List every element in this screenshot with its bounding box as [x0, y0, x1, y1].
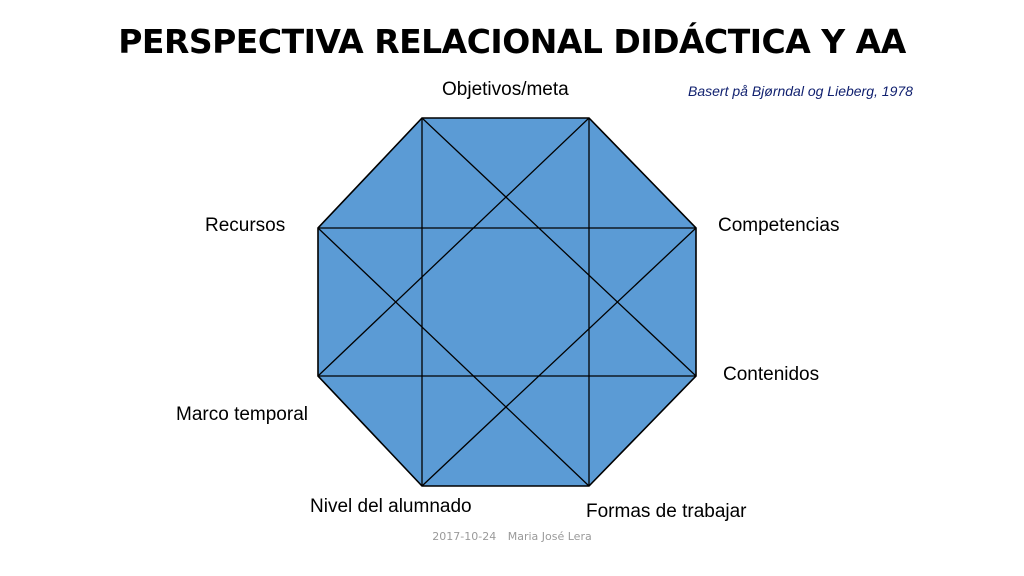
slide-footer: 2017-10-24 Maria José Lera: [0, 530, 1024, 543]
slide-title: PERSPECTIVA RELACIONAL DIDÁCTICA Y AA: [118, 22, 906, 61]
node-label-recursos: Recursos: [205, 215, 286, 236]
connector-line: [421, 227, 697, 487]
footer-date: 2017-10-24: [432, 530, 497, 543]
octagon-shape: [317, 117, 697, 487]
node-label-nivel: Nivel del alumnado: [310, 496, 472, 517]
connector-line: [317, 227, 590, 487]
node-label-contenidos: Contenidos: [723, 364, 820, 385]
node-label-objetivos: Objetivos/meta: [442, 79, 569, 100]
node-label-formas: Formas de trabajar: [586, 501, 747, 522]
connector-line: [421, 117, 697, 377]
source-citation: Basert på Bjørndal og Lieberg, 1978: [688, 83, 913, 99]
footer-author: Maria José Lera: [507, 530, 592, 543]
node-label-marco: Marco temporal: [176, 404, 308, 425]
connector-line: [317, 117, 590, 377]
node-label-competencias: Competencias: [718, 215, 840, 236]
